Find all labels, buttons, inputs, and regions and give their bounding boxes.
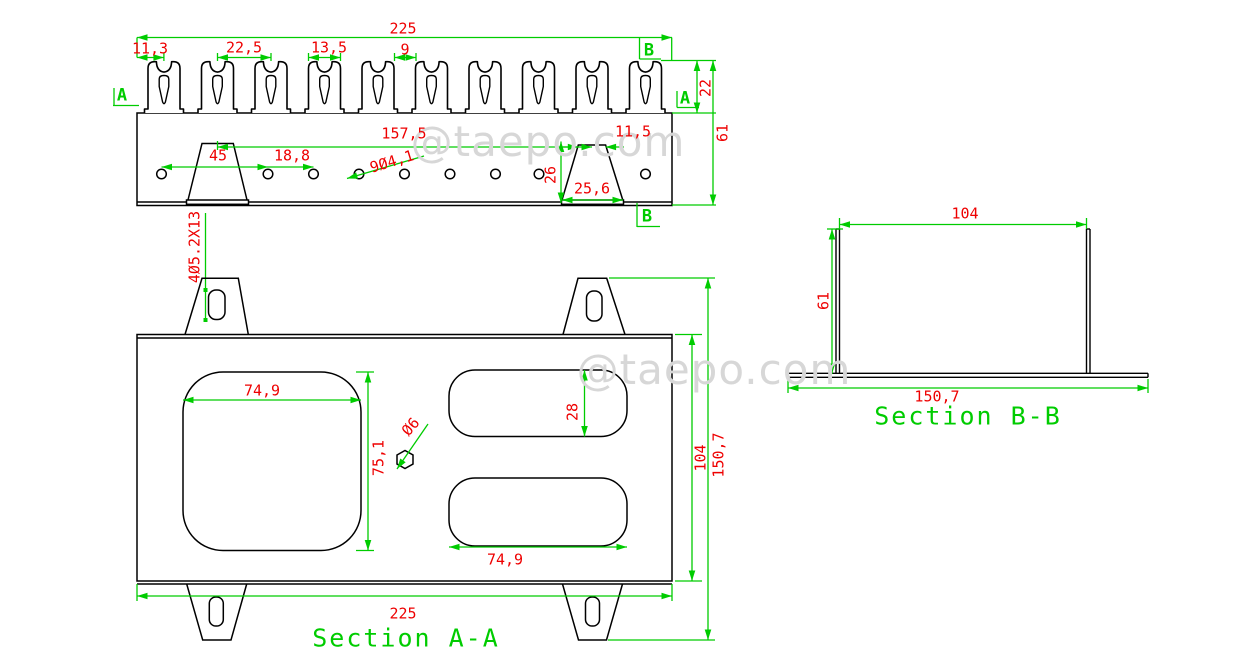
dim-overall-width: 225: [389, 19, 417, 38]
dim-bb-wall-height: 61: [814, 291, 833, 311]
dim-square-cutout-width: 74,9: [243, 381, 281, 400]
dim-rect-cutout-height: 28: [563, 402, 582, 422]
dim-first-tooth-offset: 11,3: [131, 39, 169, 58]
section-marker-a-left: A: [116, 85, 128, 106]
dim-tooth-pitch: 22,5: [225, 38, 263, 57]
dim-aa-overall-width: 225: [389, 604, 417, 623]
top-view-dimensions: [113, 34, 717, 322]
section-aa-dimensions: [136, 277, 715, 641]
section-marker-a-right: A: [679, 88, 691, 109]
section-bb-dimensions: [787, 218, 1149, 393]
dim-total-height: 61: [713, 123, 732, 143]
dim-hole-pitch: 18,8: [273, 146, 311, 165]
dim-aa-overall-height: 150,7: [709, 432, 728, 478]
dim-tab-bottom-width: 25,6: [573, 179, 611, 198]
dim-right-tab-top-width: 11,5: [614, 122, 652, 141]
watermark-text: @taepo.com: [576, 345, 852, 394]
watermark-text: @taepo.com: [410, 117, 686, 166]
section-bb-label: Section B-B: [874, 401, 1062, 431]
section-aa-label: Section A-A: [312, 623, 500, 653]
dim-teeth-height: 22: [696, 78, 715, 98]
dim-bb-inner-width: 104: [951, 204, 979, 223]
dim-bb-base-width: 150,7: [914, 387, 960, 406]
dim-rect-cutout-width: 74,9: [486, 550, 524, 569]
dim-tooth-width: 13,5: [310, 38, 348, 57]
dim-first-hole-spacing: 45: [208, 146, 228, 165]
dim-plate-height: 104: [691, 444, 710, 472]
dim-square-cutout-height: 75,1: [369, 439, 388, 477]
section-bb-linework: [787, 228, 1149, 378]
dim-slot-callout: 4Ø5.2X13: [185, 210, 204, 284]
section-marker-b-bottom: B: [641, 206, 653, 227]
dim-tab-span: 157,5: [381, 124, 427, 143]
dim-tab-height: 26: [541, 165, 560, 185]
dim-tooth-gap: 9: [400, 40, 410, 59]
section-marker-b-top: B: [643, 40, 655, 61]
